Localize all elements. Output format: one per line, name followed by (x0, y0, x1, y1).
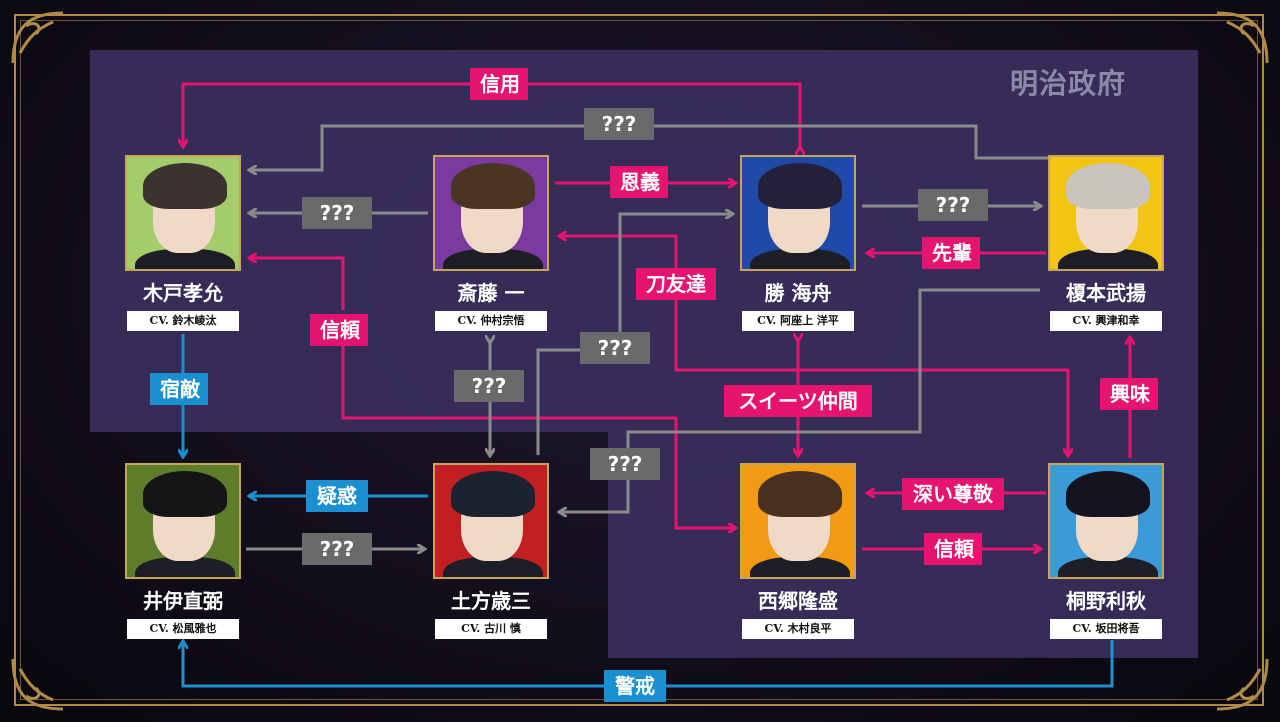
voice-actor-label: CV. 鈴木崚汰 (127, 311, 239, 331)
tag-katana: 刀友達 (636, 268, 716, 300)
portrait-ii (125, 463, 241, 579)
corner-ornament-top-right (1216, 11, 1269, 64)
tag-unknown-1: ??? (584, 108, 654, 140)
tag-unknown-7: ??? (302, 533, 372, 565)
character-name: 勝 海舟 (764, 281, 832, 305)
portrait-saigo (740, 463, 856, 579)
character-name: 榎本武揚 (1066, 281, 1146, 305)
tag-giwaku: 疑惑 (306, 480, 368, 512)
tag-unknown-2: ??? (302, 197, 372, 229)
tag-shinrai-2: 信頼 (924, 533, 982, 565)
voice-actor-label: CV. 坂田将吾 (1050, 619, 1162, 639)
corner-ornament-top-left (11, 11, 64, 64)
line-q6 (560, 288, 1040, 512)
character-name: 西郷隆盛 (758, 589, 838, 613)
character-name: 木戸孝允 (143, 281, 223, 305)
character-name: 桐野利秋 (1066, 589, 1146, 613)
portrait-katsu (740, 155, 856, 271)
tag-unknown-3: ??? (918, 189, 988, 221)
tag-ongi: 恩義 (610, 166, 668, 198)
voice-actor-label: CV. 古川 慎 (435, 619, 547, 639)
tag-fukai-sonkei: 深い尊敬 (902, 478, 1004, 510)
corner-ornament-bottom-left (11, 658, 64, 711)
voice-actor-label: CV. 阿座上 洋平 (742, 311, 854, 331)
character-name: 井伊直弼 (143, 589, 223, 613)
line-shinrai1 (250, 258, 345, 310)
tag-unknown-5: ??? (454, 370, 524, 402)
portrait-saito (433, 155, 549, 271)
tag-shukuteki: 宿敵 (150, 373, 208, 405)
line-katana-2 (674, 286, 1068, 455)
voice-actor-label: CV. 松風雅也 (127, 619, 239, 639)
portrait-enomoto (1048, 155, 1164, 271)
corner-ornament-bottom-right (1216, 658, 1269, 711)
portrait-hijikata (433, 463, 549, 579)
tag-keikai: 警戒 (604, 670, 666, 702)
voice-actor-label: CV. 木村良平 (742, 619, 854, 639)
portrait-kirino (1048, 463, 1164, 579)
tag-sweets: スイーツ仲間 (724, 385, 872, 417)
tag-kyomi: 興味 (1100, 378, 1158, 410)
voice-actor-label: CV. 興津和幸 (1050, 311, 1162, 331)
character-name: 斎藤 一 (457, 281, 525, 305)
region-title: 明治政府 (1010, 67, 1127, 100)
tag-shinyo: 信用 (470, 68, 528, 100)
tag-unknown-6: ??? (590, 448, 660, 480)
tag-shinrai-1: 信頼 (310, 314, 368, 346)
tag-unknown-4: ??? (580, 332, 650, 364)
voice-actor-label: CV. 仲村宗悟 (435, 311, 547, 331)
line-q1 (250, 124, 1106, 170)
ornate-frame (14, 14, 1264, 706)
tag-senpai: 先輩 (922, 237, 980, 269)
line-shinrai1-b (341, 345, 735, 528)
character-name: 土方歳三 (451, 589, 531, 613)
portrait-kido (125, 155, 241, 271)
